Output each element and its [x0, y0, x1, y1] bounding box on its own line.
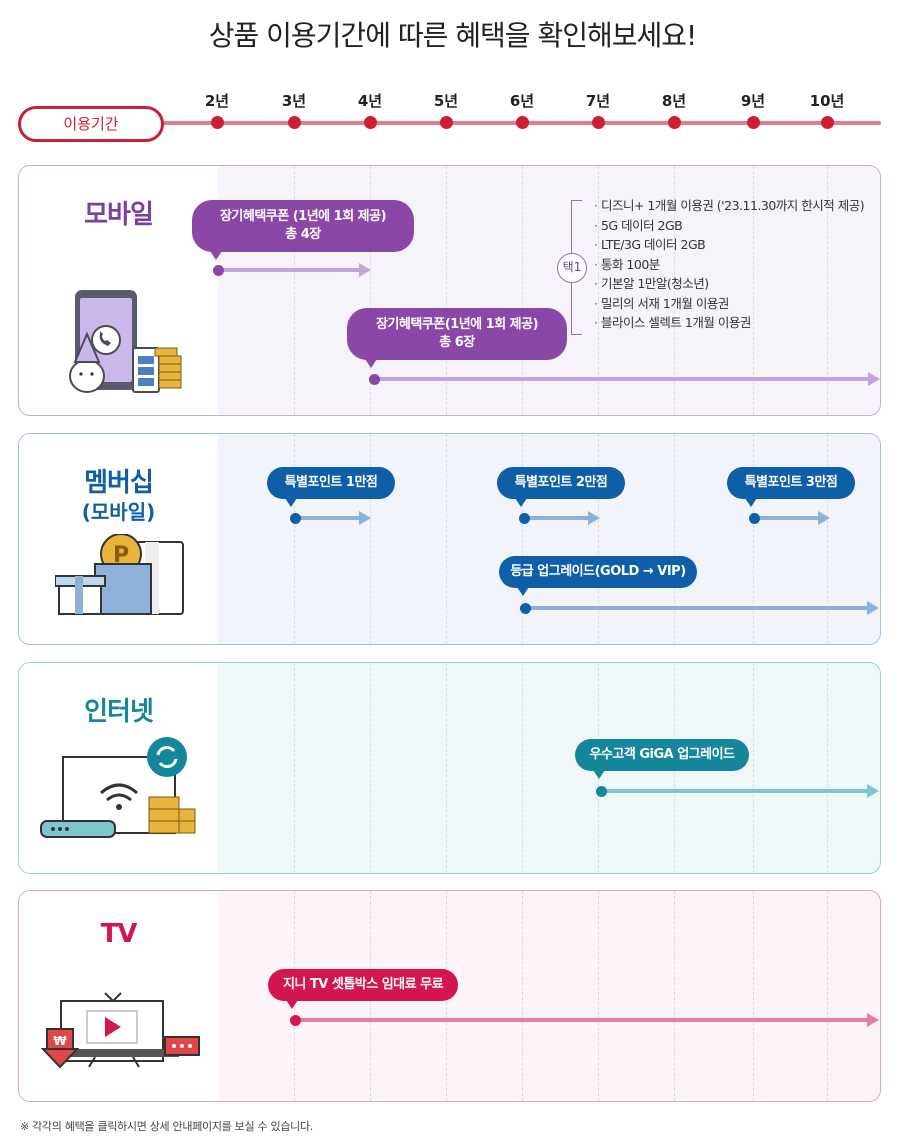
- bubble-text: 특별포인트 3만점: [744, 475, 838, 490]
- year-dot: [210, 116, 224, 129]
- special-point-10k-bubble[interactable]: 특별포인트 1만점: [267, 467, 395, 507]
- year-label: 2년: [204, 92, 230, 110]
- bubble-text: 등급 업그레이드(GOLD → VIP): [510, 564, 686, 579]
- tv-section: TV ₩ 지니 TV 셋톱박스 임대료 무료: [18, 890, 881, 1102]
- coupon-text: 장기혜택쿠폰(1년에 1회 제공): [375, 317, 539, 332]
- year-dot: [746, 116, 760, 129]
- membership-title: 멤버십: [84, 468, 154, 498]
- choose-one-badge: 택1: [557, 253, 587, 283]
- benefit-item[interactable]: 5G 데이터 2GB: [594, 216, 864, 236]
- benefit-item[interactable]: 디즈니+ 1개월 이용권 ('23.11.30까지 한시적 제공): [594, 196, 865, 216]
- bubble-text: 특별포인트 1만점: [284, 475, 378, 490]
- year-label: 4년: [357, 92, 383, 110]
- grade-upgrade-arrow: [520, 601, 879, 615]
- coupon-benefit-list: 디즈니+ 1개월 이용권 ('23.11.30까지 한시적 제공) 5G 데이터…: [594, 196, 865, 333]
- year-label: 6년: [509, 92, 535, 110]
- membership-subtitle: (모바일): [81, 500, 156, 524]
- benefit-item[interactable]: 기본알 1만알(청소년): [594, 274, 864, 294]
- long-term-coupon-4-bubble[interactable]: 장기혜택쿠폰 (1년에 1회 제공) 총 4장: [192, 200, 414, 260]
- internet-timeline-area: [218, 663, 880, 873]
- point-10k-arrow: [290, 511, 371, 525]
- internet-title: 인터넷: [84, 697, 154, 727]
- coupon-6-arrow: [369, 372, 880, 386]
- year-label: 7년: [585, 92, 611, 110]
- year-dot: [515, 116, 529, 129]
- usage-period-label: 이용기간: [18, 106, 164, 142]
- year-dot: [820, 116, 834, 129]
- page-title: 상품 이용기간에 따른 혜택을 확인해보세요!: [208, 19, 698, 52]
- coupon-text: 장기혜택쿠폰 (1년에 1회 제공): [219, 209, 387, 224]
- year-label: 5년: [433, 92, 459, 110]
- bubble-text: 지니 TV 셋톱박스 임대료 무료: [282, 977, 444, 992]
- year-label: 3년: [281, 92, 307, 110]
- internet-section: 인터넷 우수고객 GiGA 업그레이드: [18, 662, 881, 874]
- svg-text:P: P: [113, 543, 129, 568]
- benefit-item[interactable]: 통화 100분: [594, 255, 864, 275]
- coupon-count: 총 6장: [439, 335, 475, 350]
- membership-timeline-area: [218, 434, 880, 644]
- settop-box-free-bubble[interactable]: 지니 TV 셋톱박스 임대료 무료: [268, 969, 458, 1009]
- year-label: 10년: [809, 92, 845, 110]
- year-dot: [363, 116, 377, 129]
- benefit-item[interactable]: 블라이스 셀렉트 1개월 이용권: [594, 313, 864, 333]
- point-30k-arrow: [749, 511, 830, 525]
- year-label: 9년: [740, 92, 766, 110]
- mobile-title: 모바일: [84, 200, 154, 230]
- long-term-coupon-6-bubble[interactable]: 장기혜택쿠폰(1년에 1회 제공) 총 6장: [347, 308, 567, 368]
- router-wifi-icon: [40, 737, 196, 838]
- benefit-item[interactable]: LTE/3G 데이터 2GB: [594, 235, 864, 255]
- year-dot: [287, 116, 301, 129]
- settop-box-arrow: [290, 1013, 879, 1027]
- svg-text:₩: ₩: [53, 1034, 67, 1048]
- tv-settop-icon: ₩: [41, 992, 200, 1069]
- membership-card-point-icon: P: [55, 534, 184, 615]
- footnote: ※ 각각의 혜택을 클릭하시면 상세 안내페이지를 보실 수 있습니다.: [20, 1120, 314, 1133]
- membership-section: 멤버십 (모바일) P 특별포인트 1만점 특별포인트 2만점 특별포인트 3만…: [18, 433, 881, 645]
- bubble-text: 특별포인트 2만점: [514, 475, 608, 490]
- bubble-text: 우수고객 GiGA 업그레이드: [589, 747, 735, 762]
- year-dot: [439, 116, 453, 129]
- grade-upgrade-bubble[interactable]: 등급 업그레이드(GOLD → VIP): [499, 556, 697, 596]
- benefit-item[interactable]: 밀리의 서재 1개월 이용권: [594, 294, 864, 314]
- tv-title: TV: [100, 919, 138, 949]
- coupon-count: 총 4장: [285, 227, 321, 242]
- point-20k-arrow: [519, 511, 600, 525]
- year-dot: [667, 116, 681, 129]
- smartphone-coins-icon: [69, 290, 182, 393]
- giga-upgrade-arrow: [596, 784, 879, 798]
- special-point-20k-bubble[interactable]: 특별포인트 2만점: [497, 467, 625, 507]
- coupon-4-arrow: [213, 263, 371, 277]
- special-point-30k-bubble[interactable]: 특별포인트 3만점: [727, 467, 855, 507]
- giga-upgrade-bubble[interactable]: 우수고객 GiGA 업그레이드: [575, 739, 749, 779]
- year-dot: [591, 116, 605, 129]
- year-label: 8년: [661, 92, 687, 110]
